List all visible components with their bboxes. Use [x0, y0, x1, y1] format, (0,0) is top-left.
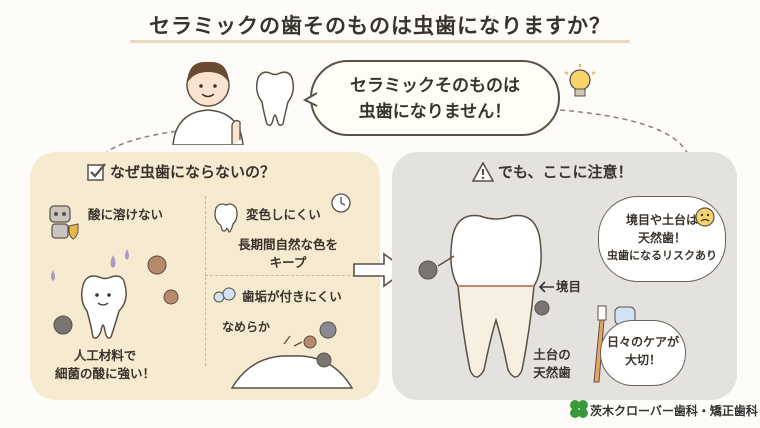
- warning-line-3: 虫歯になるリスクあり: [607, 249, 717, 262]
- plaque-heading: 歯垢が付きにくい: [242, 289, 342, 304]
- left-divider-horizontal: [205, 275, 365, 277]
- acid-heading: 酸に溶けない: [88, 207, 164, 222]
- bubble-line-1: セラミックそのものは: [350, 76, 520, 96]
- toothbrush-icon: [593, 305, 607, 383]
- dentist-illustration: [172, 61, 244, 145]
- base-label-line-1: 土台の: [533, 347, 571, 362]
- sparkle-tooth-icon: [214, 203, 238, 233]
- bubble-tail: [303, 92, 318, 107]
- robot-icon: [49, 205, 79, 240]
- border-arrow-icon: [538, 281, 554, 293]
- clinic-logo-text: 茨木クローバー歯科・矯正歯科: [590, 404, 758, 418]
- worried-face-icon: [695, 207, 715, 227]
- warning-icon: [472, 162, 494, 182]
- lightbulb-icon: [564, 64, 596, 97]
- acid-caption-line-1: 人工材料で: [73, 348, 137, 363]
- warning-line-2: 天然歯！: [637, 231, 686, 245]
- left-panel-title: なぜ虫歯にならないの？: [110, 163, 276, 181]
- right-panel-title: でも、ここに注意！: [498, 163, 633, 181]
- discolor-caption: 長期間自然な色を キープ: [218, 236, 358, 272]
- base-label: 土台の 天然歯: [520, 346, 584, 382]
- care-line-1: 日々のケアが: [606, 335, 679, 349]
- smooth-label: なめらか: [222, 320, 271, 334]
- clover-icon: [570, 400, 588, 418]
- border-label: 境目: [556, 279, 582, 294]
- base-label-line-2: 天然歯: [533, 365, 571, 380]
- speech-bubble: セラミックそのものは 虫歯になりません！: [310, 60, 560, 136]
- smooth-tooth-illustration: [230, 321, 354, 389]
- warning-line-1: 境目や土台は: [625, 213, 698, 227]
- checkbox-icon: [87, 163, 106, 181]
- discolor-line-2: キープ: [269, 255, 307, 270]
- discolor-heading: 変色しにくい: [246, 207, 321, 222]
- acid-caption: 人工材料で 細菌の酸に強い！: [40, 347, 170, 383]
- care-cloud: 日々のケアが 大切！: [600, 320, 686, 386]
- care-line-2: 大切！: [624, 353, 661, 367]
- tooth-icon: [255, 71, 295, 127]
- page-title: セラミックの歯そのものは虫歯になりますか？: [149, 14, 611, 38]
- discolor-line-1: 長期間自然な色を: [237, 237, 338, 252]
- bubbles-icon: [213, 287, 236, 303]
- bubble-line-2: 虫歯になりません！: [358, 102, 512, 122]
- clock-icon: [331, 193, 351, 213]
- crowned-tooth-illustration: [418, 214, 550, 378]
- title-underline: [130, 40, 630, 43]
- acid-caption-line-2: 細菌の酸に強い！: [54, 366, 155, 381]
- ceramic-tooth-illustration: [51, 249, 179, 339]
- left-divider-vertical: [205, 196, 207, 366]
